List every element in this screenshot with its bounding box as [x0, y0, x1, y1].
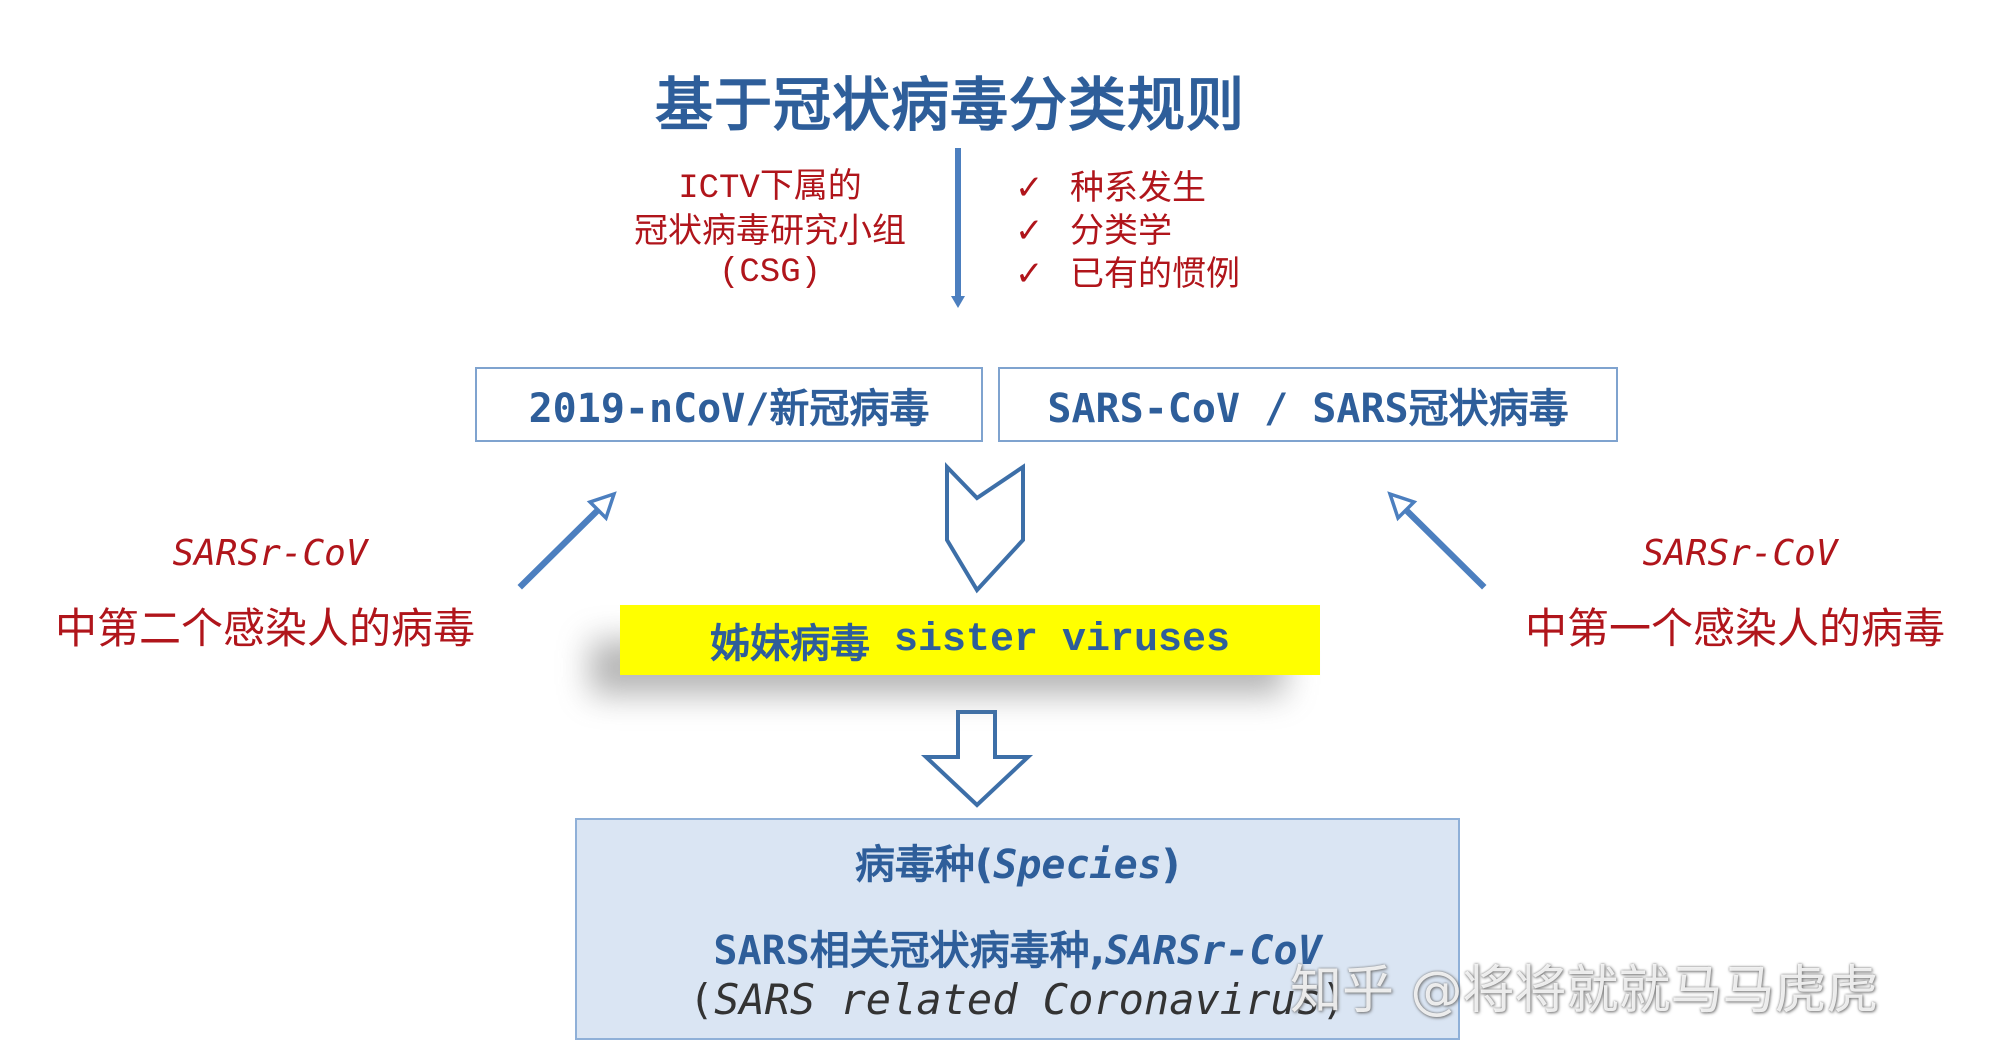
species-head-cn: 病毒种: [854, 842, 975, 888]
ictv-label: ICTV: [678, 170, 760, 208]
left-note-name: SARSr-CoV: [172, 533, 368, 574]
study-group-label: ICTV下属的 冠状病毒研究小组 (CSG): [590, 165, 950, 294]
species-english-name: SARS related Coronavirus: [714, 975, 1321, 1024]
species-english-line: (SARS related Coronavirus): [575, 975, 1460, 1024]
divider-arrow-tip: [951, 296, 965, 308]
species-box: [575, 818, 1460, 1040]
block-arrow-down-icon: [920, 710, 1034, 808]
diagram-title: 基于冠状病毒分类规则: [654, 71, 1245, 139]
criterion-label: 种系发生: [1070, 168, 1206, 208]
check-icon: ✓: [1015, 254, 1044, 294]
species-line3-close: ): [1320, 975, 1347, 1024]
species-head-en: Species: [993, 842, 1162, 888]
criterion-convention: ✓ 已有的惯例: [1015, 246, 1240, 295]
species-heading: 病毒种(Species): [575, 832, 1460, 890]
study-group-line3: (CSG): [718, 254, 822, 292]
sister-en-label: sister viruses: [893, 617, 1231, 663]
species-sars: SARS: [713, 928, 810, 974]
left-note-desc: 中第二个感染人的病毒: [54, 604, 475, 653]
watermark: 知乎 @将将就就马马虎虎: [1290, 961, 1879, 1021]
arrow-left-diagonal-icon: [517, 491, 617, 590]
right-note-desc: 中第一个感染人的病毒: [1524, 604, 1945, 653]
check-icon: ✓: [1015, 211, 1044, 251]
criterion-label: 分类学: [1070, 211, 1172, 251]
criterion-taxonomy: ✓ 分类学: [1015, 203, 1172, 252]
virus-box-sars-cov: SARS-CoV / SARS冠状病毒: [998, 367, 1618, 442]
species-abbr: SARSr-CoV: [1104, 928, 1322, 974]
sister-cn-label: 姊妹病毒: [709, 621, 870, 667]
species-head-close: ): [1161, 842, 1181, 888]
study-group-line1: ICTV下属的: [590, 165, 950, 210]
arrow-right-diagonal-icon: [1387, 491, 1487, 590]
species-name-line: SARS相关冠状病毒种,SARSr-CoV: [575, 918, 1460, 976]
ictv-suffix: 下属的: [759, 166, 862, 206]
sister-viruses-box: 姊妹病毒 sister viruses: [620, 605, 1320, 675]
divider-line: [955, 148, 961, 298]
chevron-down-arrow-icon: [945, 462, 1025, 594]
check-icon: ✓: [1015, 168, 1044, 208]
study-group-line2: 冠状病毒研究小组: [634, 211, 906, 251]
right-note-name: SARSr-CoV: [1642, 533, 1838, 574]
criterion-label: 已有的惯例: [1070, 254, 1240, 294]
species-head-open: (: [974, 842, 994, 888]
species-line3-open: (: [688, 975, 715, 1024]
criterion-phylogeny: ✓ 种系发生: [1015, 160, 1206, 209]
virus-box-2019-ncov: 2019-nCoV/新冠病毒: [475, 367, 983, 442]
species-cn-name: 相关冠状病毒种,: [809, 928, 1105, 974]
